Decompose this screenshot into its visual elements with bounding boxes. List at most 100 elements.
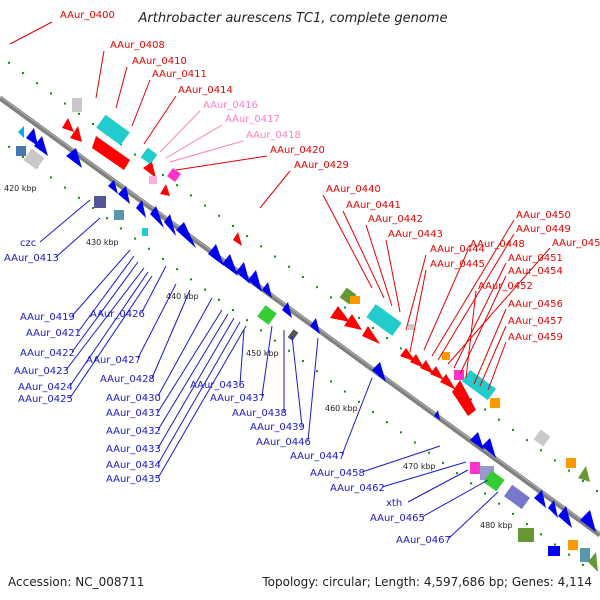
gene-box[interactable] — [461, 369, 497, 401]
gene-arrow[interactable] — [66, 148, 82, 168]
gene-arrow[interactable] — [482, 438, 496, 458]
gene-label[interactable]: AAur_0444 — [430, 244, 485, 255]
gene-arrow[interactable] — [440, 374, 456, 390]
gene-label[interactable]: AAur_0435 — [106, 474, 161, 485]
gene-box[interactable] — [287, 329, 299, 341]
gene-box[interactable] — [350, 296, 360, 304]
gene-box[interactable] — [23, 148, 45, 170]
gene-arrow[interactable] — [18, 126, 24, 138]
gene-box[interactable] — [483, 470, 505, 492]
gene-arrow[interactable] — [118, 186, 130, 204]
gene-box[interactable] — [568, 540, 578, 550]
gene-label[interactable]: AAur_0416 — [203, 100, 258, 111]
gene-box[interactable] — [16, 146, 26, 156]
gene-box[interactable] — [167, 168, 181, 182]
gene-label[interactable]: AAur_0408 — [110, 40, 165, 51]
gene-label[interactable]: AAur_0421 — [26, 328, 81, 339]
gene-label[interactable]: AAur_0454 — [508, 266, 563, 277]
gene-arrow[interactable] — [330, 306, 350, 322]
gene-label[interactable]: AAur_0443 — [388, 229, 443, 240]
gene-label[interactable]: AAur_0420 — [270, 145, 325, 156]
gene-label[interactable]: AAur_0438 — [232, 408, 287, 419]
gene-arrow[interactable] — [578, 466, 590, 482]
gene-label[interactable]: AAur_0430 — [106, 393, 161, 404]
gene-box[interactable] — [140, 147, 158, 165]
gene-label[interactable]: AAur_0455 — [552, 238, 600, 249]
gene-label[interactable]: AAur_0449 — [516, 224, 571, 235]
gene-arrow[interactable] — [434, 410, 440, 420]
gene-label[interactable]: AAur_0458 — [310, 468, 365, 479]
gene-box[interactable] — [114, 210, 124, 220]
gene-label[interactable]: czc — [20, 238, 36, 249]
gene-arrow[interactable] — [208, 244, 224, 266]
gene-box[interactable] — [257, 305, 277, 325]
gene-arrow[interactable] — [410, 354, 424, 368]
gene-arrow[interactable] — [534, 490, 546, 508]
gene-box[interactable] — [490, 398, 500, 408]
gene-arrow[interactable] — [164, 214, 176, 236]
gene-label[interactable]: AAur_0413 — [4, 253, 59, 264]
gene-label[interactable]: AAur_0448 — [470, 239, 525, 250]
gene-label[interactable]: AAur_0425 — [18, 394, 73, 405]
gene-arrow[interactable] — [580, 510, 596, 532]
gene-arrow[interactable] — [452, 380, 476, 416]
gene-label[interactable]: AAur_0462 — [330, 483, 385, 494]
gene-arrow[interactable] — [143, 162, 156, 178]
gene-arrow[interactable] — [248, 270, 262, 292]
gene-box[interactable] — [566, 458, 576, 468]
gene-box[interactable] — [548, 546, 560, 556]
gene-arrow[interactable] — [70, 126, 82, 142]
gene-arrow[interactable] — [34, 136, 48, 156]
gene-box[interactable] — [518, 528, 534, 542]
gene-arrow[interactable] — [108, 180, 118, 194]
gene-arrow[interactable] — [176, 222, 196, 248]
gene-box[interactable] — [503, 484, 531, 510]
gene-label[interactable]: AAur_0422 — [20, 348, 75, 359]
gene-label[interactable]: AAur_0429 — [294, 160, 349, 171]
gene-label[interactable]: AAur_0452 — [478, 281, 533, 292]
gene-label[interactable]: AAur_0459 — [508, 332, 563, 343]
gene-box[interactable] — [442, 352, 450, 360]
gene-arrow[interactable] — [26, 128, 38, 146]
gene-arrow[interactable] — [160, 184, 170, 196]
gene-label[interactable]: AAur_0424 — [18, 382, 73, 393]
gene-arrow[interactable] — [470, 432, 484, 450]
gene-arrow[interactable] — [362, 326, 380, 344]
gene-arrow[interactable] — [558, 506, 572, 528]
gene-label[interactable]: AAur_0442 — [368, 214, 423, 225]
gene-label[interactable]: AAur_0428 — [100, 374, 155, 385]
gene-label[interactable]: AAur_0417 — [225, 114, 280, 125]
gene-arrow[interactable] — [372, 362, 386, 382]
gene-label[interactable]: AAur_0445 — [430, 259, 485, 270]
gene-box[interactable] — [149, 176, 157, 184]
gene-label[interactable]: AAur_0456 — [508, 299, 563, 310]
gene-box[interactable] — [408, 324, 414, 330]
gene-arrow[interactable] — [282, 302, 292, 318]
gene-arrow[interactable] — [420, 360, 434, 374]
gene-label[interactable]: AAur_0432 — [106, 426, 161, 437]
gene-arrow[interactable] — [430, 366, 444, 380]
gene-arrow[interactable] — [400, 348, 416, 362]
gene-label[interactable]: AAur_0447 — [290, 451, 345, 462]
gene-label[interactable]: AAur_0426 — [90, 309, 145, 320]
gene-arrow[interactable] — [548, 500, 558, 518]
gene-arrow[interactable] — [222, 254, 238, 276]
gene-label[interactable]: AAur_0431 — [106, 408, 161, 419]
gene-box[interactable] — [454, 370, 464, 380]
gene-box[interactable] — [533, 429, 551, 447]
gene-label[interactable]: AAur_0465 — [370, 513, 425, 524]
gene-label[interactable]: AAur_0436 — [190, 380, 245, 391]
gene-label[interactable]: AAur_0451 — [508, 253, 563, 264]
gene-arrow[interactable] — [236, 262, 250, 284]
gene-label[interactable]: AAur_0439 — [250, 422, 305, 433]
gene-box[interactable] — [580, 548, 590, 562]
gene-arrow[interactable] — [262, 282, 272, 298]
gene-label[interactable]: AAur_0441 — [346, 200, 401, 211]
gene-box[interactable] — [96, 114, 130, 146]
gene-label[interactable]: AAur_0411 — [152, 69, 207, 80]
gene-arrow[interactable] — [588, 552, 598, 572]
gene-label[interactable]: AAur_0419 — [20, 312, 75, 323]
gene-label[interactable]: AAur_0410 — [132, 56, 187, 67]
gene-box[interactable] — [94, 196, 106, 208]
gene-label[interactable]: AAur_0423 — [14, 366, 69, 377]
